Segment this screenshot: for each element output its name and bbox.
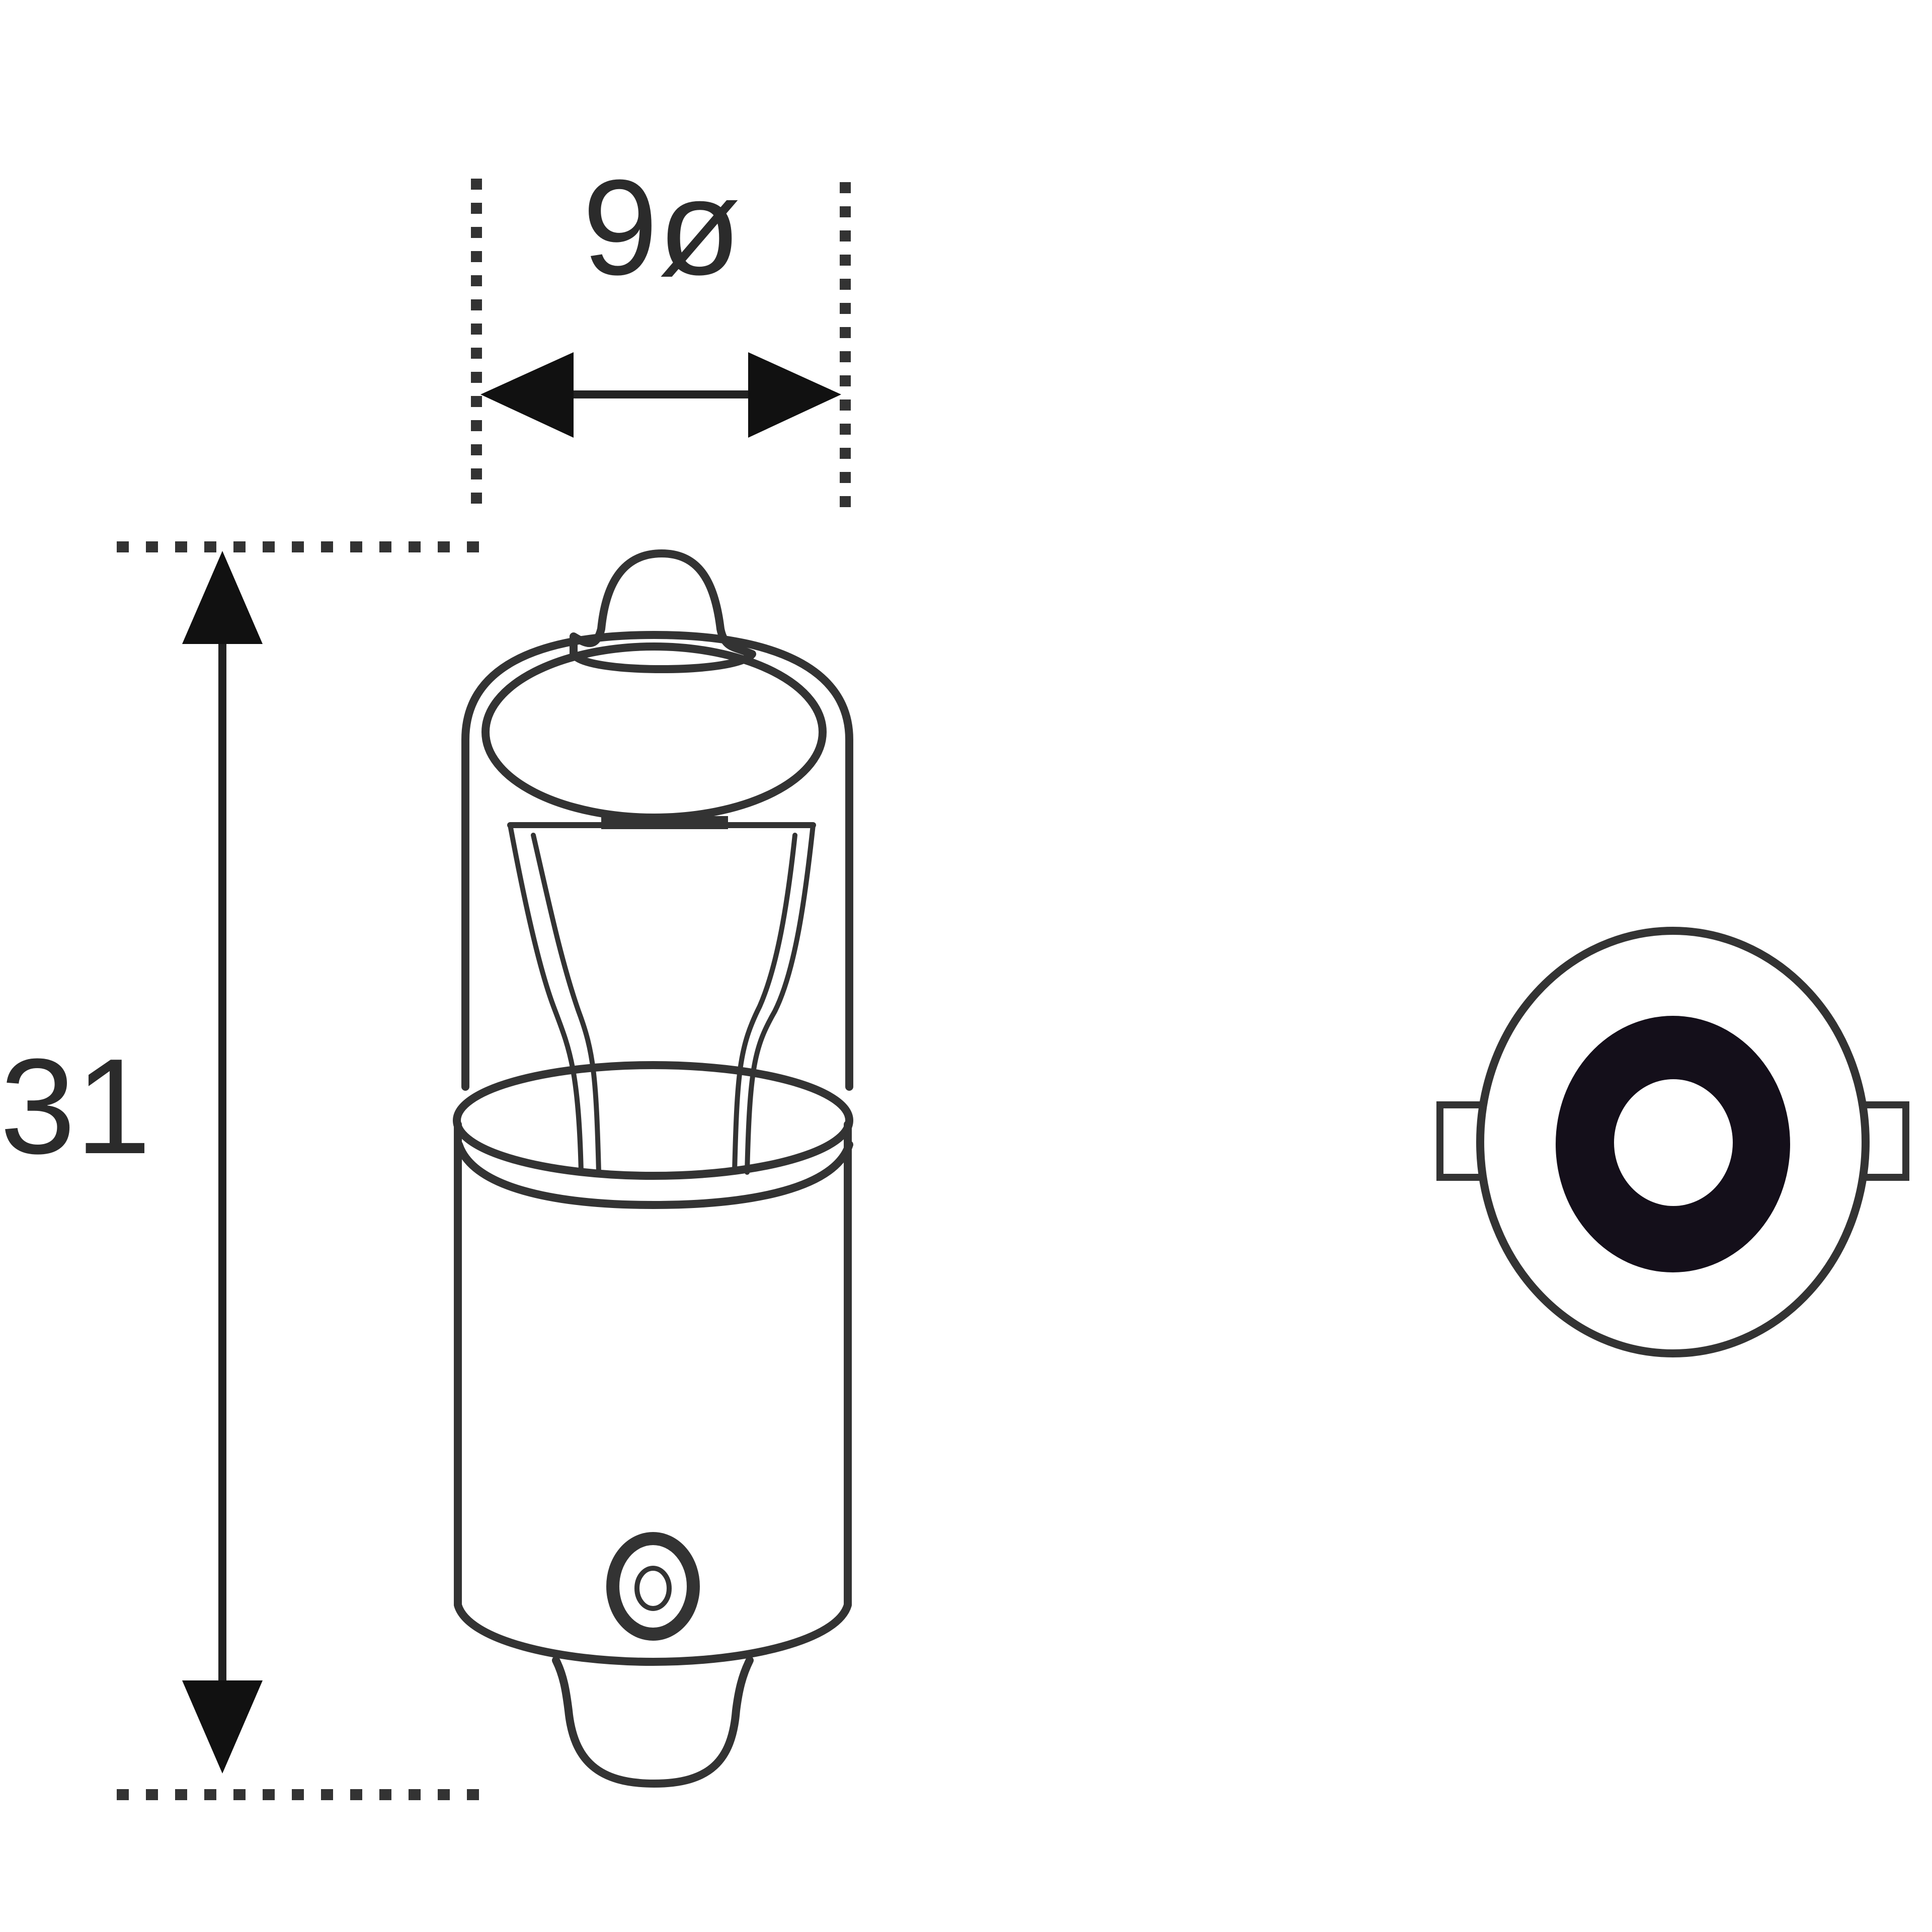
length-label: 31 xyxy=(0,1031,151,1182)
base-rim-groove xyxy=(455,1141,853,1209)
support-wire-right-inner xyxy=(732,833,797,1175)
support-wire-left xyxy=(508,823,584,1175)
glass-envelope xyxy=(461,631,853,1091)
diameter-dimension: 9ø xyxy=(471,152,851,512)
bulb-side-view xyxy=(453,549,853,1788)
arrowhead-left xyxy=(480,352,574,438)
tip-nipple xyxy=(570,549,756,673)
support-wire-right xyxy=(745,823,816,1175)
support-wire-left-inner xyxy=(531,833,601,1175)
length-dimension: 31 xyxy=(0,541,496,1800)
contact-center-hole xyxy=(1614,1079,1733,1206)
base-top-rim xyxy=(453,1061,853,1180)
bayonet-pin-outer xyxy=(606,1532,700,1641)
bayonet-pin-hole xyxy=(634,1566,672,1611)
base-contact xyxy=(552,1656,754,1788)
arrowhead-up xyxy=(182,551,263,644)
metal-base xyxy=(454,1120,852,1666)
arrowhead-down xyxy=(182,1680,263,1774)
base-end-view xyxy=(1436,927,1909,1357)
diameter-label: 9ø xyxy=(582,152,741,303)
arrowhead-right xyxy=(748,352,841,438)
